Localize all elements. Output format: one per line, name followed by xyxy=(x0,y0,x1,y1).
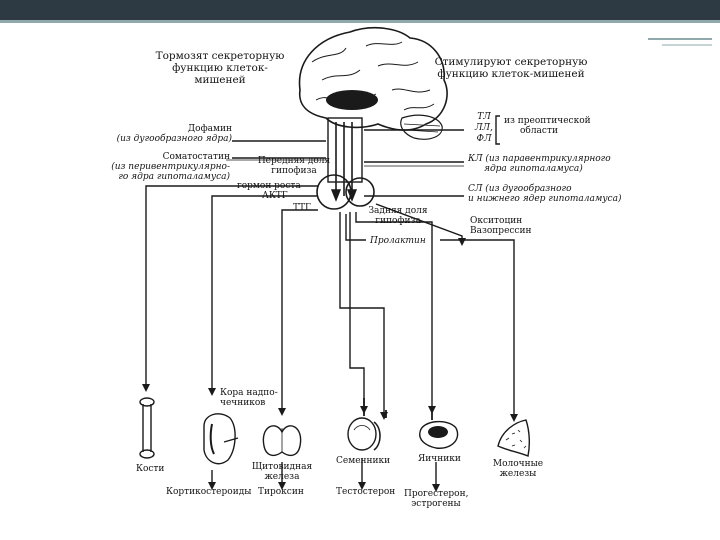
mammary-line: железы xyxy=(499,469,537,479)
adrenal-line: чечников xyxy=(220,398,266,408)
stimulate-heading-line: функцию клеток-мишеней xyxy=(437,68,585,80)
inhibit-heading-line: Тормозят секреторную xyxy=(155,50,285,62)
ovary-illustration xyxy=(419,421,459,449)
bones-label: Кости xyxy=(136,464,165,474)
oxytocin-line: Окситоцин xyxy=(470,216,523,226)
somatostatin-source: го ядра гипоталамуса) xyxy=(118,172,230,182)
preoptic-line: из преоптической xyxy=(504,116,591,126)
preoptic-label: из преоптической области xyxy=(504,116,591,136)
slide-accent-bar xyxy=(0,20,720,23)
kl-line: КЛ (из паравентрикулярного xyxy=(468,154,611,164)
oxytocin-vasopressin-label: Окситоцин Вазопрессин xyxy=(470,216,531,236)
bone-illustration xyxy=(139,397,155,459)
posterior-pituitary-label: Задняя доля гипофиза xyxy=(362,206,434,226)
tl-line: ТЛ xyxy=(477,112,491,122)
testosterone-label: Тестостерон xyxy=(336,487,396,497)
slide-top-bar xyxy=(0,0,720,20)
pituitary-gland xyxy=(316,174,375,210)
mammary-illustration xyxy=(497,419,531,457)
fl-line: ФЛ xyxy=(476,134,492,144)
dopamine-name: Дофамин xyxy=(187,124,232,134)
somatostatin-source: (из перивентрикулярно- xyxy=(111,162,230,172)
stimulate-heading-line: Стимулируют секреторную xyxy=(434,56,588,68)
anterior-pituitary-line: гипофиза xyxy=(271,166,317,176)
progesterone-line: Прогестерон, xyxy=(404,489,469,499)
preoptic-line: области xyxy=(520,126,558,136)
tsh-label: ТТГ xyxy=(293,203,311,213)
somatostatin-label: Соматостатин (из перивентрикулярно- го я… xyxy=(100,152,230,182)
sl-label: СЛ (из дугообразного и нижнего ядер гипо… xyxy=(468,184,621,204)
thyroid-line: железа xyxy=(264,472,300,482)
thyroid-illustration xyxy=(262,425,302,457)
prolactin-label: Пролактин xyxy=(370,236,426,246)
growth-hormone-label: гормон роста xyxy=(237,181,301,191)
acth-label: АКТГ xyxy=(262,191,288,201)
kl-label: КЛ (из паравентрикулярного ядра гипотала… xyxy=(468,154,611,174)
adrenal-illustration xyxy=(203,413,239,465)
brain-illustration xyxy=(298,26,448,140)
inhibit-heading: Тормозят секреторную функцию клеток- миш… xyxy=(150,50,290,86)
adrenal-line: Кора надпо- xyxy=(220,388,278,398)
inhibit-heading-line: функцию клеток- xyxy=(172,62,268,74)
testes-label: Семенники xyxy=(336,456,391,466)
estrogens-line: эстрогены xyxy=(411,499,461,509)
stimulate-heading: Стимулируют секреторную функцию клеток-м… xyxy=(426,56,596,80)
inhibit-heading-line: мишеней xyxy=(194,74,246,86)
sl-line: СЛ (из дугообразного xyxy=(468,184,572,194)
adrenal-label: Кора надпо- чечников xyxy=(220,388,278,408)
thyroid-label: Щитовидная железа xyxy=(250,462,314,482)
testes-illustration xyxy=(347,417,381,451)
dopamine-label: Дофамин (из дугообразного ядра) xyxy=(100,124,232,144)
anterior-pituitary-line: Передняя доля xyxy=(257,156,331,166)
kl-line: ядра гипоталамуса) xyxy=(484,164,583,174)
anterior-pituitary-label: Передняя доля гипофиза xyxy=(256,156,332,176)
ovary-hormones-label: Прогестерон, эстрогены xyxy=(404,489,468,509)
corticosteroids-label: Кортикостероиды xyxy=(166,487,252,497)
thyroxine-label: Тироксин xyxy=(258,487,304,497)
ovaries-label: Яичники xyxy=(418,454,461,464)
mammary-label: Молочные железы xyxy=(488,459,548,479)
ll-line: ЛЛ, xyxy=(475,123,493,133)
posterior-pituitary-line: Задняя доля xyxy=(368,206,428,216)
dopamine-source: (из дугообразного ядра) xyxy=(116,134,232,144)
somatostatin-name: Соматостатин xyxy=(162,152,230,162)
vasopressin-line: Вазопрессин xyxy=(470,226,532,236)
posterior-pituitary-line: гипофиза xyxy=(375,216,421,226)
sl-line: и нижнего ядер гипоталамуса) xyxy=(468,194,622,204)
tl-ll-fl-label: ТЛ ЛЛ, ФЛ xyxy=(472,112,496,145)
mammary-line: Молочные xyxy=(492,459,544,469)
thyroid-line: Щитовидная xyxy=(251,462,313,472)
corner-decoration xyxy=(648,38,712,46)
